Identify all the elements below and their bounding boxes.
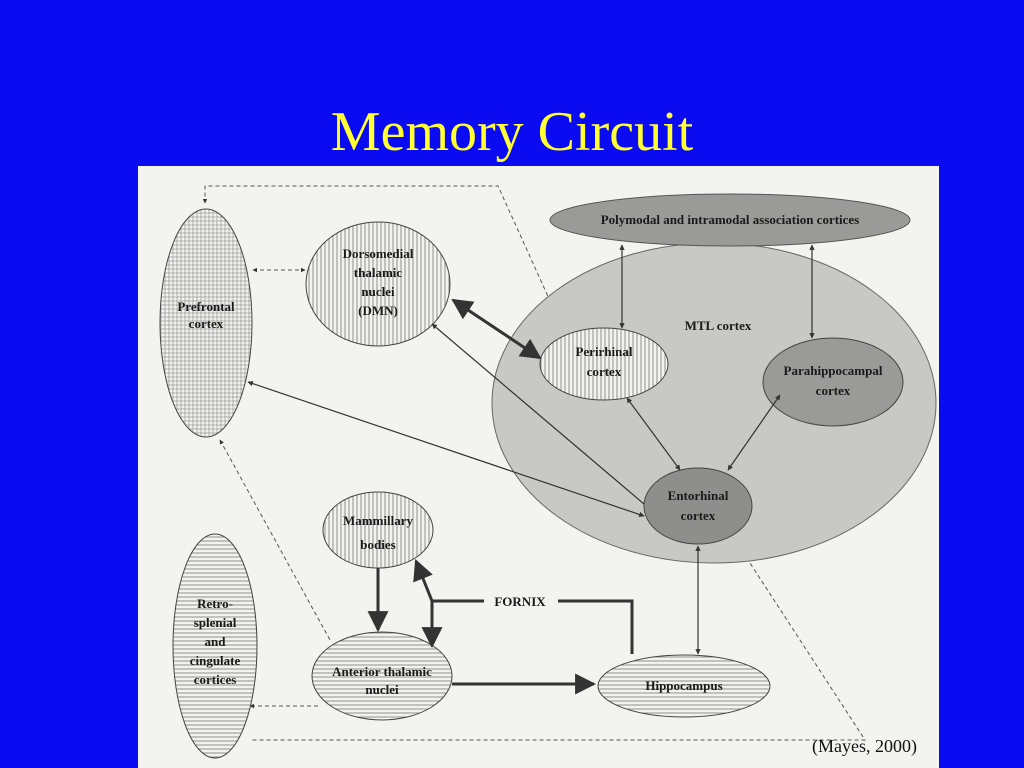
retrosplenial-label-line-4: cingulate	[190, 653, 241, 668]
parahippocampal-cortex-node	[762, 337, 904, 427]
prefrontal-label-line-2: cortex	[189, 316, 224, 331]
retrosplenial-label-line-3: and	[205, 634, 227, 649]
mammillary-label-line-1: Mammillary	[343, 513, 414, 528]
retrosplenial-label-line-2: splenial	[194, 615, 237, 630]
dorsomedial-label-line-4: (DMN)	[358, 303, 398, 318]
prefrontal-label-line-1: Prefrontal	[177, 299, 235, 314]
retrosplenial-label-line-5: cortices	[194, 672, 237, 687]
mtl-cortex-label: MTL cortex	[685, 318, 752, 333]
dashed-pathways	[202, 185, 866, 741]
hippocampus-label: Hippocampus	[645, 678, 722, 693]
entorhinal-label-line-2: cortex	[681, 508, 716, 523]
hippocampus-node	[597, 654, 771, 718]
retrosplenial-cingulate-cortices-node	[172, 533, 258, 759]
anterior-thalamic-label-line-1: Anterior thalamic	[332, 664, 432, 679]
parahippocampal-label-line-2: cortex	[816, 383, 851, 398]
perirhinal-label-line-1: Perirhinal	[575, 344, 632, 359]
retrosplenial-label-line-1: Retro-	[197, 596, 233, 611]
polymodal-association-cortices-node	[549, 193, 911, 247]
slide-title: Memory Circuit	[330, 101, 694, 163]
citation: (Mayes, 2000)	[812, 736, 917, 756]
entorhinal-cortex-node	[643, 467, 753, 545]
dorsomedial-thalamic-nuclei-node	[305, 221, 451, 347]
mammillary-label-line-2: bodies	[360, 537, 395, 552]
dorsomedial-label-line-2: thalamic	[354, 265, 403, 280]
thick-connections	[367, 298, 634, 695]
dorsomedial-label-line-1: Dorsomedial	[343, 246, 414, 261]
perirhinal-label-line-2: cortex	[587, 364, 622, 379]
anterior-thalamic-label-line-2: nuclei	[365, 682, 399, 697]
entorhinal-label-line-1: Entorhinal	[668, 488, 729, 503]
fornix-label: FORNIX	[494, 594, 546, 609]
dorsomedial-label-line-3: nuclei	[361, 284, 395, 299]
mammillary-bodies-node	[322, 491, 434, 569]
prefrontal-cortex-node	[159, 208, 253, 438]
polymodal-label: Polymodal and intramodal association cor…	[601, 212, 860, 227]
parahippocampal-label-line-1: Parahippocampal	[784, 363, 883, 378]
